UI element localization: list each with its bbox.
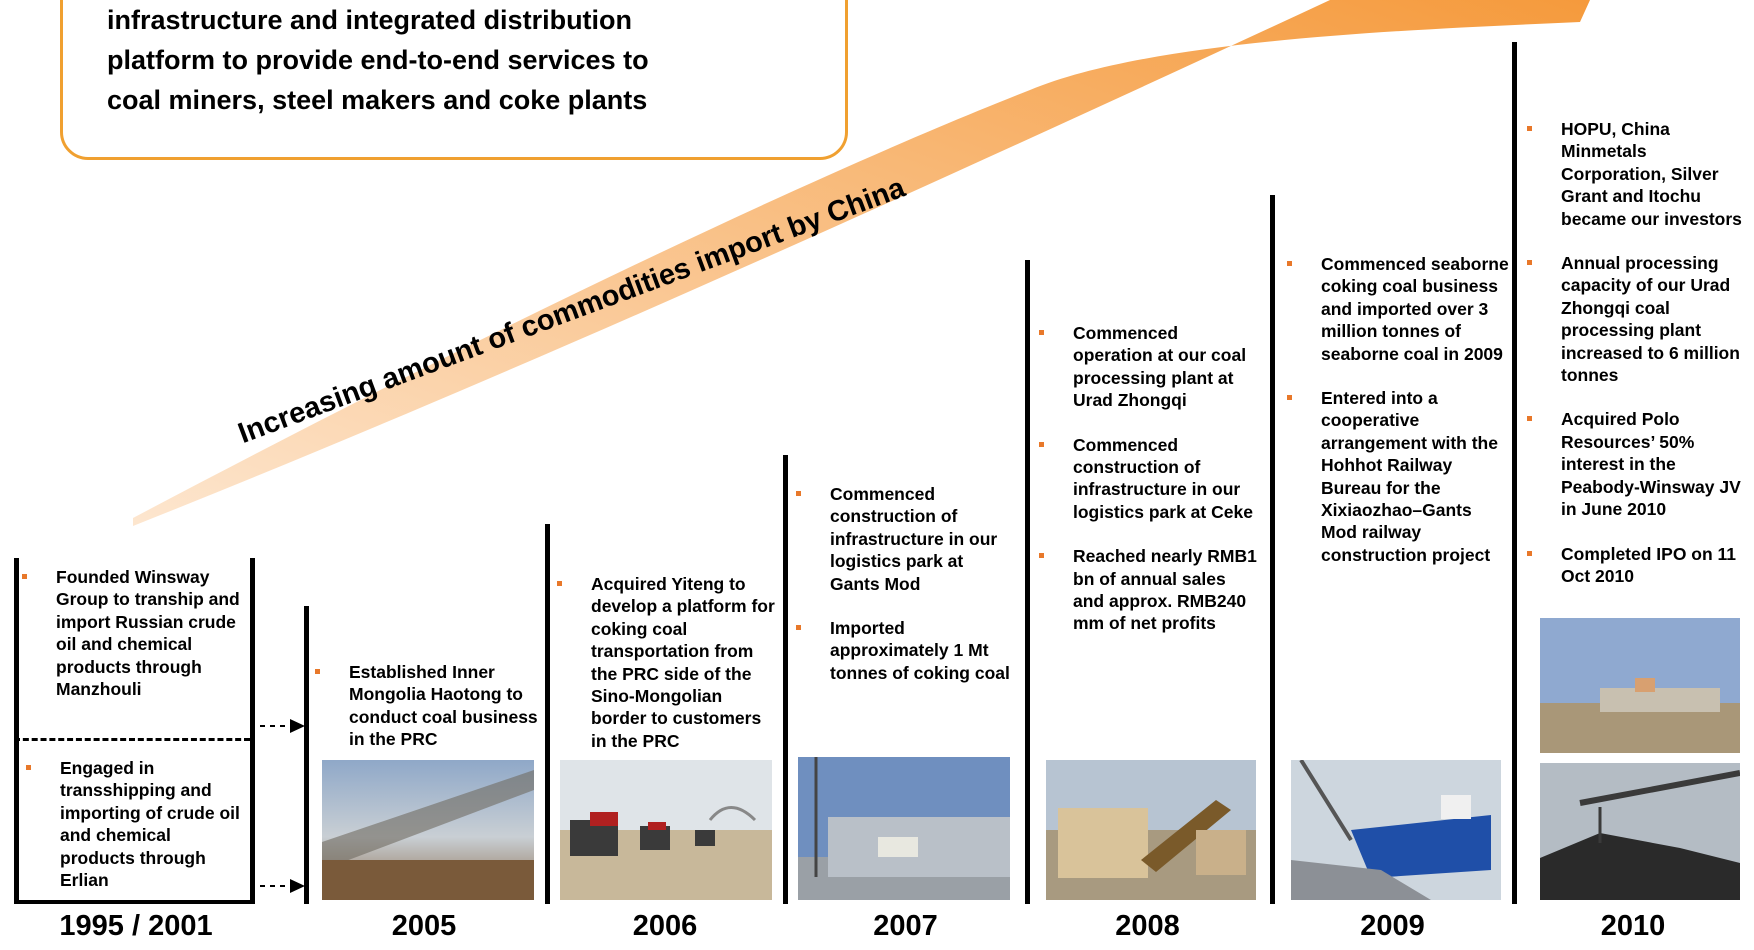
milestone-item: Annual processing capacity of our Urad Z… xyxy=(1527,252,1749,386)
plant-photo xyxy=(1046,760,1256,900)
bullet-marker xyxy=(1287,395,1292,401)
bullet-marker xyxy=(315,669,320,674)
milestone-item: Commenced operation at our coal processi… xyxy=(1039,322,1261,412)
year-label: 2010 xyxy=(1600,910,1666,942)
milestone-item: Commenced construction of infrastructure… xyxy=(796,483,1016,595)
bullet-marker xyxy=(796,625,801,631)
timeline-bar xyxy=(250,558,255,904)
milestone-item: Commenced construction of infrastructure… xyxy=(1039,434,1261,524)
timeline-bar xyxy=(783,455,788,904)
year-label: 2007 xyxy=(873,910,938,942)
bullet-marker xyxy=(1039,330,1044,335)
milestone-list-2010: HOPU, China Minmetals Corporation, Silve… xyxy=(1527,118,1749,609)
ship-photo xyxy=(1291,760,1501,900)
coal-pile-photo xyxy=(1540,763,1740,900)
bullet-marker xyxy=(22,574,27,579)
trucks-photo xyxy=(560,760,772,900)
milestone-item: Entered into a cooperative arrangement w… xyxy=(1287,387,1509,566)
bullet-marker xyxy=(1287,261,1292,266)
milestone-list-2007: Commenced construction of infrastructure… xyxy=(796,483,1016,706)
dashed-connector-arrows xyxy=(250,719,305,893)
milestone-list-2006: Acquired Yiteng to develop a platform fo… xyxy=(557,573,777,774)
milestone-item: Founded Winsway Group to tranship and im… xyxy=(22,566,244,700)
timeline-bar xyxy=(545,524,550,904)
warehouse-photo xyxy=(798,757,1010,900)
year-label: 2008 xyxy=(1115,910,1180,942)
milestone-list-1995: Founded Winsway Group to tranship and im… xyxy=(22,566,244,722)
milestone-item: HOPU, China Minmetals Corporation, Silve… xyxy=(1527,118,1749,230)
facility-photo xyxy=(1540,618,1740,753)
milestone-list-2005: Established Inner Mongolia Haotong to co… xyxy=(315,661,540,773)
year-label: 2009 xyxy=(1360,910,1425,942)
year-label: 1995 / 2001 xyxy=(59,910,213,942)
bracket-dashed-separator xyxy=(14,738,250,741)
timeline-bar xyxy=(1025,260,1030,904)
milestone-item: Engaged in transshipping and importing o… xyxy=(26,757,246,891)
milestone-item: Commenced seaborne coking coal business … xyxy=(1287,253,1509,365)
arrowhead xyxy=(290,719,305,733)
arrowhead xyxy=(290,879,305,893)
timeline-bar xyxy=(304,606,309,904)
callout-line: coal miners, steel makers and coke plant… xyxy=(107,85,648,115)
bullet-marker xyxy=(26,765,31,770)
milestone-list-2001: Engaged in transshipping and importing o… xyxy=(26,757,246,913)
bullet-marker xyxy=(1527,416,1532,422)
year-label: 2006 xyxy=(632,910,698,942)
fence-photo xyxy=(322,760,534,900)
bullet-marker xyxy=(1039,553,1044,559)
milestone-item: Completed IPO on 11 Oct 2010 xyxy=(1527,543,1749,588)
timeline-bar xyxy=(1512,42,1517,904)
milestone-item: Acquired Polo Resources’ 50% interest in… xyxy=(1527,408,1749,520)
bullet-marker xyxy=(796,491,801,496)
milestone-item: Established Inner Mongolia Haotong to co… xyxy=(315,661,540,751)
year-label: 2005 xyxy=(391,910,457,942)
timeline-bar xyxy=(1270,195,1275,904)
bullet-marker xyxy=(1527,260,1532,266)
callout-box xyxy=(60,0,848,160)
milestone-item: Reached nearly RMB1 bn of annual sales a… xyxy=(1039,545,1261,635)
bracket-bottom-line xyxy=(14,900,255,904)
bullet-marker xyxy=(1039,441,1044,447)
milestone-item: Imported approximately 1 Mt tonnes of co… xyxy=(796,617,1016,684)
timeline-bar xyxy=(14,558,19,904)
milestone-list-2008: Commenced operation at our coal processi… xyxy=(1039,322,1261,657)
bullet-marker xyxy=(1527,550,1532,556)
milestone-item: Acquired Yiteng to develop a platform fo… xyxy=(557,573,777,752)
callout-line: infrastructure and integrated distributi… xyxy=(107,5,633,35)
bullet-marker xyxy=(1527,126,1532,131)
bullet-marker xyxy=(557,581,562,586)
callout-text: infrastructure and integrated distributi… xyxy=(107,0,807,120)
callout-line: platform to provide end-to-end services … xyxy=(107,45,649,75)
milestone-list-2009: Commenced seaborne coking coal business … xyxy=(1287,253,1509,588)
